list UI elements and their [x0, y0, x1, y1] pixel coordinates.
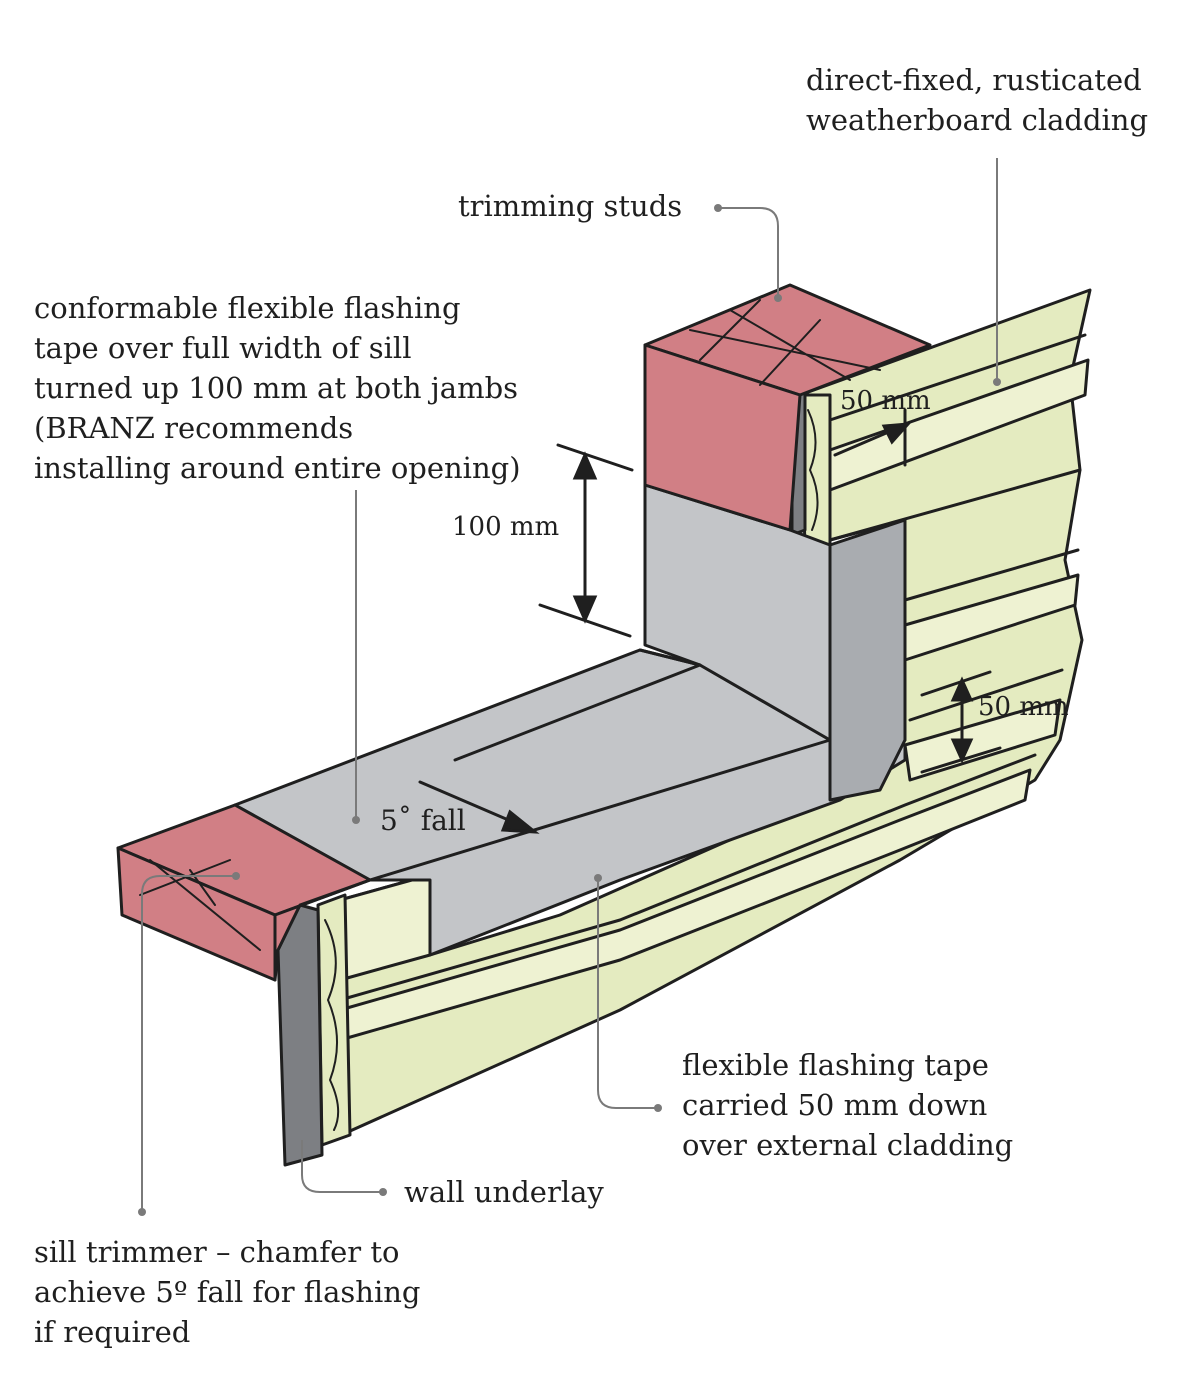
- trimming-stud-front: [643, 343, 802, 532]
- label-line: achieve 5º fall for flashing: [34, 1275, 421, 1309]
- label-line: conformable flexible flashing: [34, 291, 461, 325]
- label-line: (BRANZ recommends: [34, 411, 354, 445]
- leader-dot: [993, 378, 1001, 386]
- leader-dot: [232, 872, 240, 880]
- lap-line: [828, 333, 1087, 422]
- label-line: installing around entire opening): [34, 451, 521, 485]
- dimension-arrow: [572, 595, 598, 624]
- dimension-arrow: [881, 422, 912, 445]
- fall-arrow-line: [418, 780, 522, 827]
- dimension-arrow: [950, 738, 974, 764]
- label-cladding: direct-fixed, rusticated weatherboard cl…: [806, 60, 1148, 140]
- label-line: direct-fixed, rusticated: [806, 63, 1142, 97]
- label-line: over external cladding: [682, 1128, 1014, 1162]
- lap-line: [903, 548, 1080, 602]
- weatherboard-band-4: [338, 768, 1032, 1042]
- lap-line: [338, 753, 1037, 1002]
- leader-dot: [352, 816, 360, 824]
- label-line: weatherboard cladding: [806, 103, 1149, 137]
- label-line: carried 50 mm down: [682, 1088, 988, 1122]
- leader-dot: [379, 1188, 387, 1196]
- leader-sill-trimmer: [141, 875, 236, 1212]
- fall-arrow: [500, 809, 540, 834]
- dimension-50mm-right: 50 mm: [978, 692, 1069, 722]
- label-line: if required: [34, 1315, 191, 1349]
- stud-grain: [689, 299, 881, 386]
- label-line: trimming studs: [458, 189, 683, 223]
- label-trimming-studs: trimming studs: [458, 186, 682, 226]
- label-flexible-tape: flexible flashing tape carried 50 mm dow…: [682, 1045, 1013, 1165]
- leader-flexible-tape: [597, 878, 658, 1109]
- label-line: turned up 100 mm at both jambs: [34, 371, 519, 405]
- dimension-100mm: 100 mm: [452, 512, 560, 542]
- dim-100-ext-top: [556, 443, 634, 472]
- label-wall-underlay: wall underlay: [404, 1172, 604, 1212]
- lap-line: [908, 668, 1064, 722]
- label-line: wall underlay: [404, 1175, 604, 1209]
- label-conformable-tape: conformable flexible flashing tape over …: [34, 288, 521, 488]
- leader-dot: [654, 1104, 662, 1112]
- dimension-arrow: [950, 676, 974, 702]
- wall-underlay-strip: [276, 903, 324, 1167]
- label-line: sill trimmer – chamfer to: [34, 1235, 400, 1269]
- grain: [807, 409, 819, 531]
- fall-label: 5˚ fall: [380, 804, 466, 837]
- weatherboard-band-3: [903, 698, 1062, 782]
- leader-wall-underlay: [301, 1140, 383, 1193]
- dimension-arrow: [572, 451, 598, 480]
- grain: [324, 919, 340, 1131]
- leader-dot: [714, 204, 722, 212]
- label-sill-trimmer: sill trimmer – chamfer to achieve 5º fal…: [34, 1232, 421, 1352]
- flashing-fold-line: [453, 648, 702, 762]
- sill-trimmer-end: [273, 878, 372, 982]
- dimension-50mm-top: 50 mm: [840, 386, 931, 416]
- lap-line: [828, 468, 1082, 542]
- leader-dot: [138, 1208, 146, 1216]
- flashing-over-cladding: [828, 518, 907, 802]
- label-line: flexible flashing tape: [682, 1048, 989, 1082]
- label-line: tape over full width of sill: [34, 331, 412, 365]
- leader-dot: [594, 874, 602, 882]
- dim-50-right-ext-top: [920, 670, 992, 697]
- leader-trimming-studs: [718, 207, 779, 298]
- leader-dot: [774, 294, 782, 302]
